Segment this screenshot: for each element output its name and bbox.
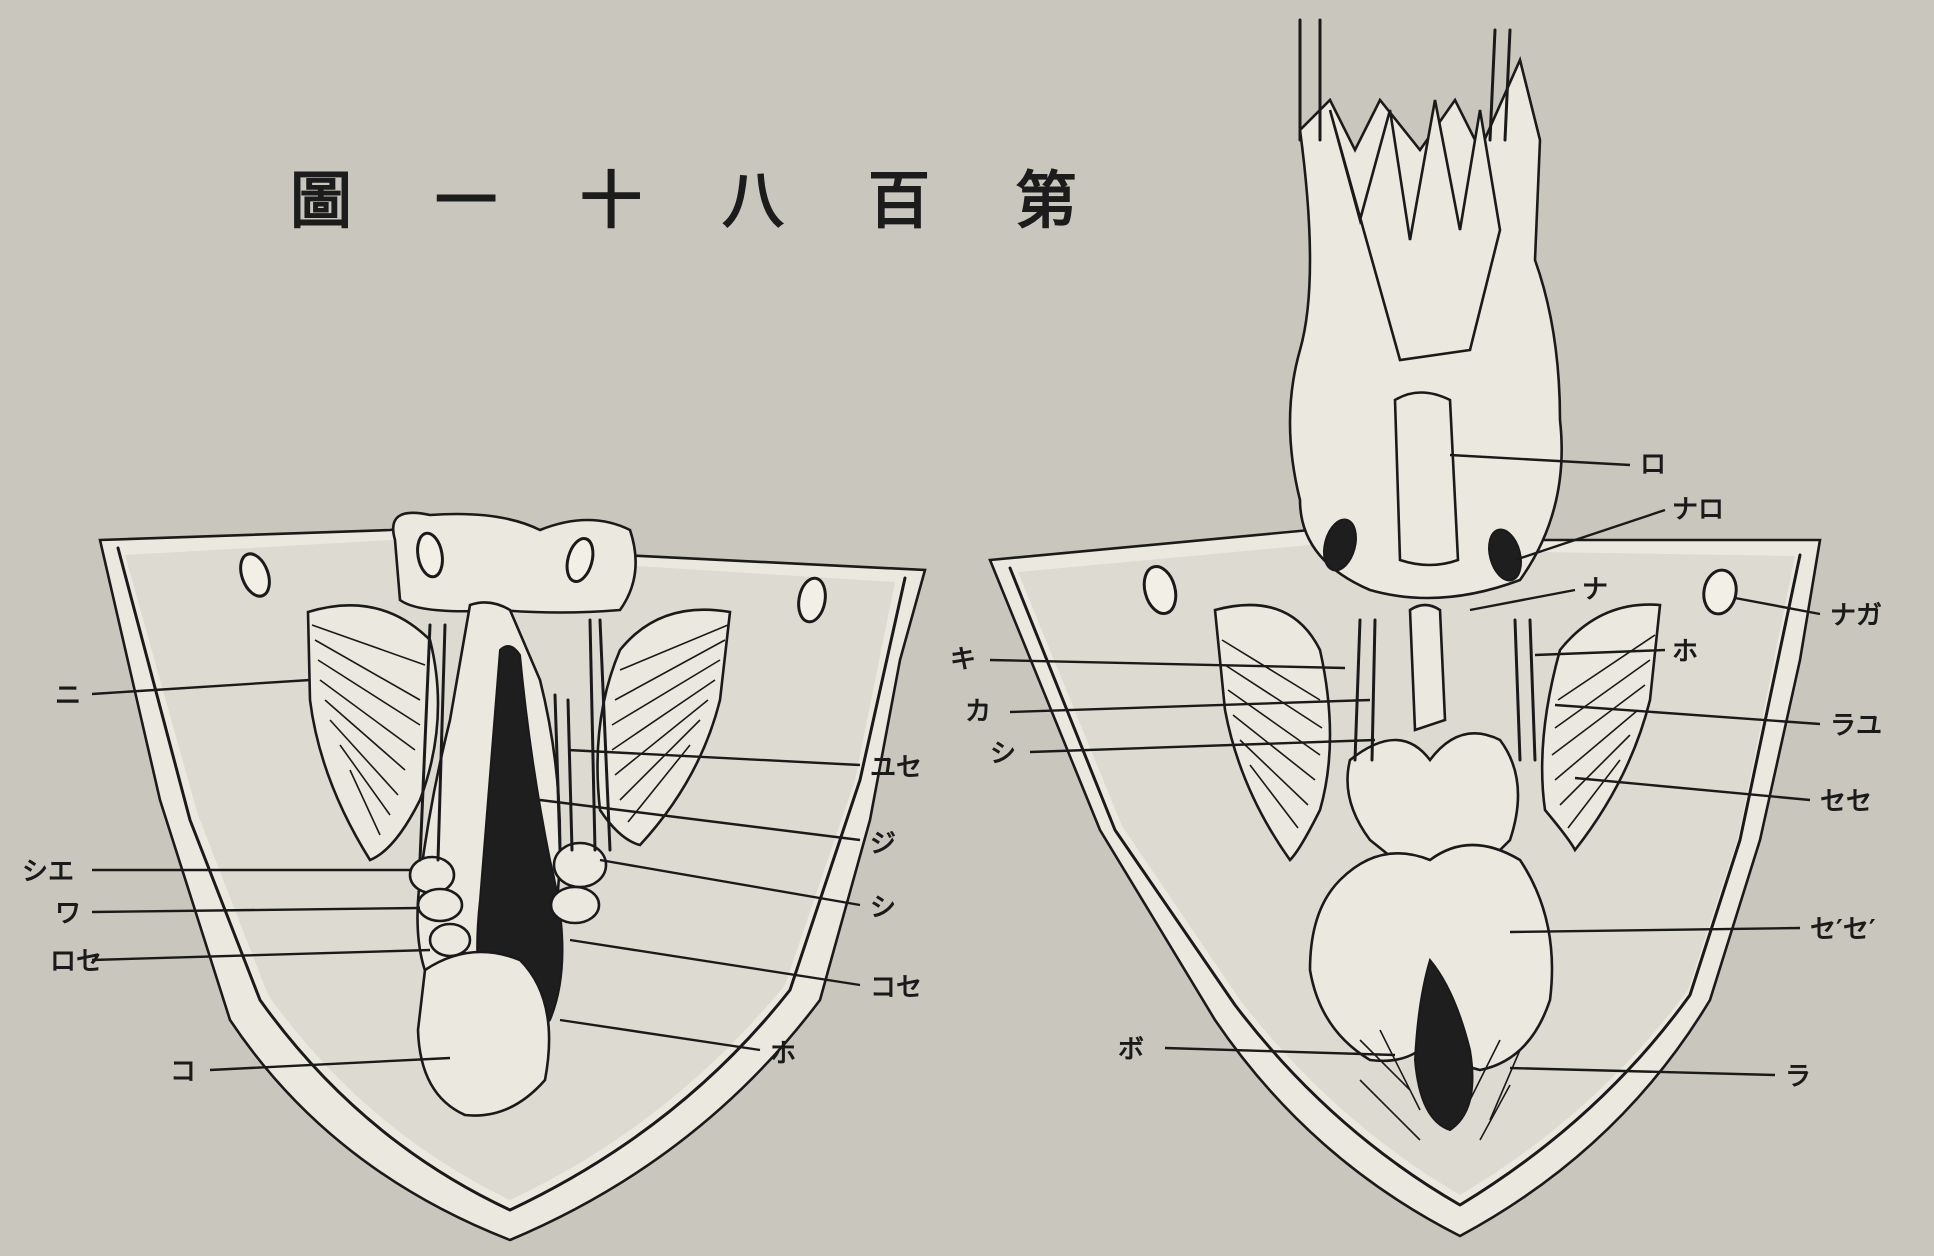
label-yuse: ユセ bbox=[870, 753, 922, 783]
label-kose: コセ bbox=[870, 973, 922, 1003]
label-shie: シエ bbox=[22, 857, 74, 887]
left-lobe-5 bbox=[551, 887, 599, 923]
label-rayu: ラユ bbox=[1830, 711, 1882, 741]
title-char-1: 第 bbox=[1015, 164, 1077, 237]
right-trachea-tube bbox=[1395, 393, 1458, 566]
label-shi: シ bbox=[870, 893, 896, 923]
right-aorta bbox=[1410, 605, 1445, 730]
label-ro: ロ bbox=[1640, 450, 1666, 480]
left-lobe-1 bbox=[410, 857, 454, 893]
label-shi-right: シ bbox=[990, 739, 1016, 769]
label-ho-right: ホ bbox=[1672, 637, 1698, 667]
label-ra: ラ bbox=[1785, 1062, 1811, 1092]
label-na: ナ bbox=[1582, 575, 1608, 605]
title-char-2: 百 bbox=[868, 164, 930, 237]
title-char-3: 八 bbox=[722, 164, 785, 237]
label-naro: ナロ bbox=[1672, 495, 1724, 525]
title-char-4: 十 bbox=[580, 164, 642, 237]
label-roe: ロセ bbox=[50, 947, 102, 977]
label-ji: ジ bbox=[870, 829, 896, 859]
label-se-se: セ′セ′ bbox=[1810, 915, 1876, 945]
label-ki: キ bbox=[950, 645, 976, 675]
left-lobe-3 bbox=[430, 924, 470, 956]
label-ho: ホ bbox=[770, 1039, 796, 1069]
label-bo: ボ bbox=[1118, 1035, 1144, 1065]
left-dissection-figure: ニ シエ ワ ロセ コ ユセ ジ シ コセ ホ bbox=[22, 513, 925, 1240]
label-ni: ニ bbox=[55, 681, 81, 711]
figure-title: 圖 一 十 八 百 第 bbox=[290, 164, 1077, 237]
label-ka: カ bbox=[965, 697, 991, 727]
title-char-6: 圖 bbox=[290, 164, 352, 237]
title-char-5: 一 bbox=[435, 164, 497, 237]
left-lower-sac bbox=[418, 952, 549, 1116]
left-lobe-2 bbox=[418, 889, 462, 921]
left-lobe-4 bbox=[554, 843, 606, 887]
right-dissection-figure: ロ ナロ ナ ナガ ホ ラユ セセ セ′セ′ ラ キ カ シ ボ bbox=[950, 20, 1882, 1236]
label-ko: コ bbox=[170, 1057, 196, 1087]
label-se2: セセ bbox=[1820, 787, 1872, 817]
label-naga: ナガ bbox=[1830, 601, 1882, 631]
label-wa: ワ bbox=[55, 899, 81, 929]
